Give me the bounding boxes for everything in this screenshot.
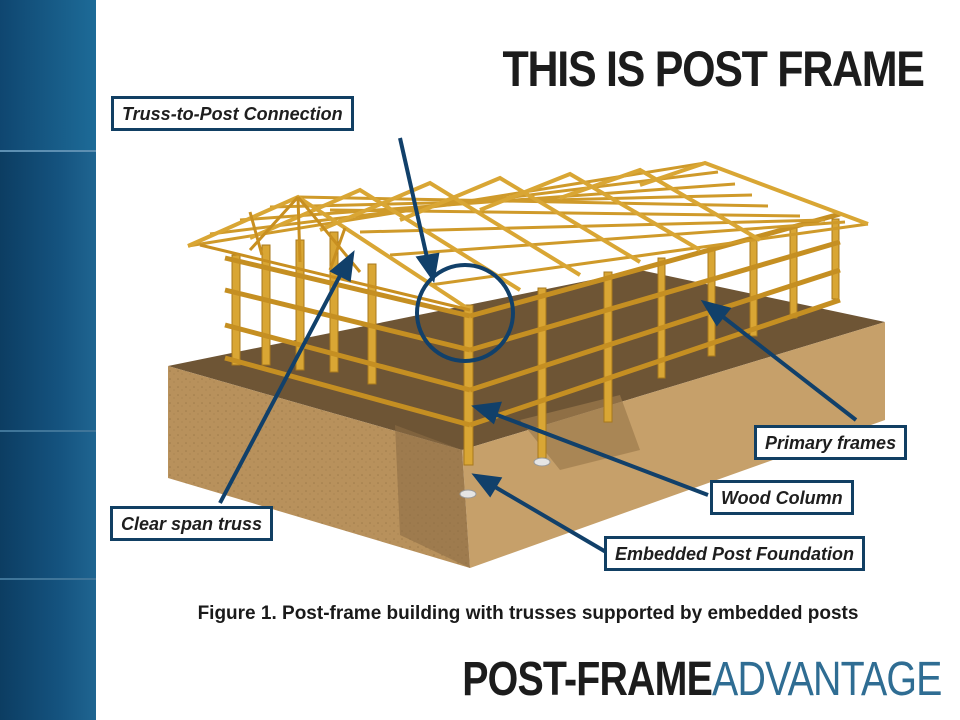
sidebar-decoration: [0, 0, 96, 720]
callout-truss-to-post-connection: Truss-to-Post Connection: [111, 96, 354, 131]
callout-embedded-post-foundation: Embedded Post Foundation: [604, 536, 865, 571]
brand-logo-part1: POST-FRAME: [462, 653, 714, 706]
brand-logo-part2: ADVANTAGE: [712, 653, 942, 706]
sidebar-divider: [0, 430, 96, 432]
sidebar-band: [0, 0, 96, 150]
wall-girts: [224, 211, 841, 428]
slide-title: THIS IS POST FRAME: [502, 41, 925, 97]
figure-caption: Figure 1. Post-frame building with truss…: [197, 603, 859, 624]
callout-wood-column: Wood Column: [710, 480, 854, 515]
callout-primary-frames: Primary frames: [754, 425, 908, 460]
ground-block: [168, 270, 885, 568]
callout-clear-span-truss: Clear span truss: [110, 506, 274, 541]
roof-trusses: [187, 160, 869, 312]
sidebar-divider: [0, 150, 96, 152]
callout-arrows: [218, 137, 858, 554]
sidebar-divider: [0, 578, 96, 580]
connection-highlight-circle: [415, 263, 515, 363]
brand-logo: POST-FRAMEADVANTAGE: [462, 652, 943, 707]
post-footings: [459, 457, 551, 499]
